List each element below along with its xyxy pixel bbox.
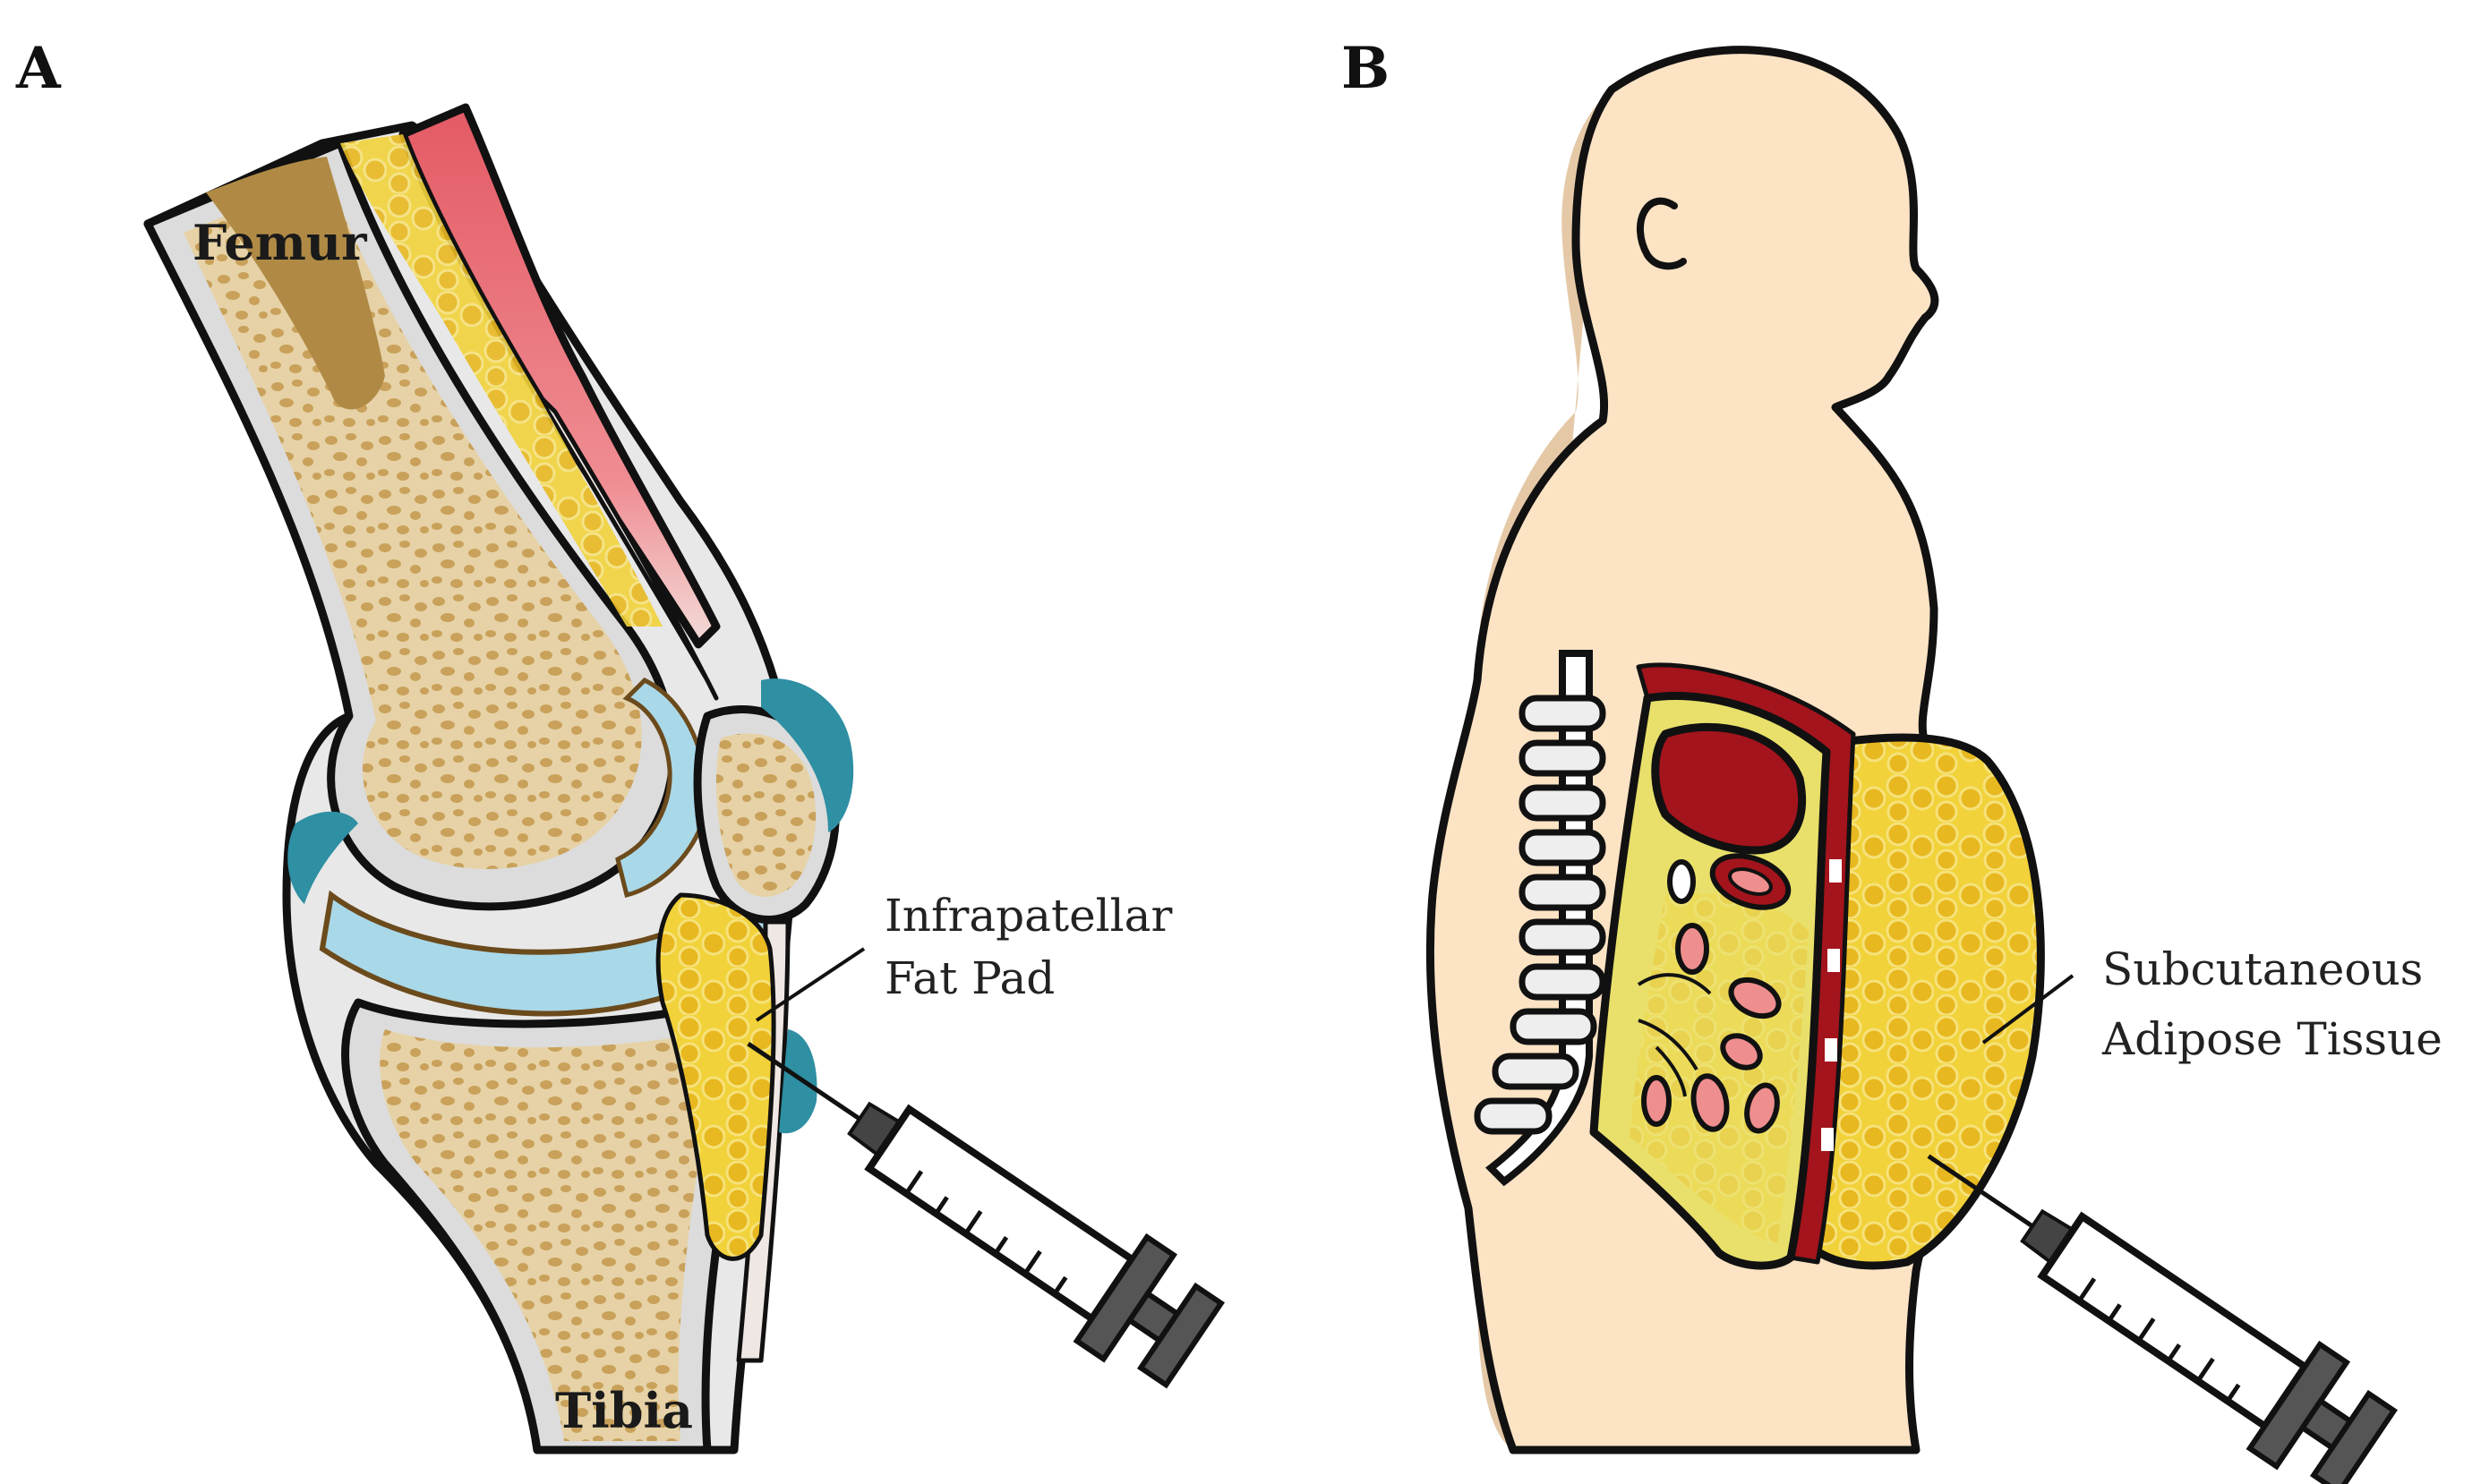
liver-organ	[1651, 722, 1807, 855]
fat-pad-label-line2: Fat Pad	[885, 952, 1055, 1004]
patella-spongy	[715, 733, 817, 897]
quadriceps-muscle	[398, 103, 721, 649]
abdominal-wall-segments	[1821, 859, 1842, 1151]
vertebrae	[1474, 695, 1606, 1135]
vertebra	[1519, 918, 1606, 956]
femur-spongy	[184, 175, 642, 869]
vertebra	[1519, 695, 1606, 732]
panel-b-body: B	[1341, 35, 2443, 1484]
infrapatellar-fat-pad	[655, 892, 776, 1261]
intestine-loop	[1690, 1073, 1730, 1132]
patellar-tendon-upper	[535, 391, 719, 701]
visceral-fat-overlay	[1630, 892, 1809, 1244]
intestine-loop	[1641, 1075, 1672, 1127]
suprapatellar-fat	[340, 134, 663, 627]
syringe-a-plunger-cap	[1136, 1282, 1225, 1389]
vertebra	[1519, 739, 1606, 777]
syringe-b	[1927, 1154, 2398, 1484]
tibia-label: Tibia	[555, 1382, 693, 1439]
syringe-a-scale	[904, 1170, 1068, 1295]
mesentery-lines	[1637, 973, 1712, 1097]
vertebra	[1519, 874, 1606, 911]
vertebra	[1474, 1097, 1553, 1135]
intestine-loop	[1667, 859, 1696, 904]
ear	[1637, 197, 1687, 270]
vertebra	[1510, 1008, 1597, 1045]
syringe-a-needle	[747, 1042, 861, 1122]
fat-pad-leader-line	[755, 947, 866, 1022]
syringe-a-barrel	[864, 1104, 1137, 1324]
vertebra	[1519, 784, 1606, 822]
intestine-loop-inner	[1728, 867, 1773, 896]
intestine-loop	[1744, 1082, 1780, 1134]
vertebra	[1519, 963, 1606, 1001]
tibia-spongy	[380, 1029, 712, 1441]
syringe-b-barrel	[2037, 1211, 2310, 1431]
femur-label: Femur	[192, 214, 367, 271]
syringe-b-needle	[1927, 1154, 2034, 1229]
panel-a-knee: A Femur Tibia Infrapatellar F	[15, 35, 1225, 1454]
syringe-a	[747, 1042, 1225, 1389]
fat-pad-label-line1: Infrapatellar	[885, 890, 1172, 942]
vertebra	[1519, 829, 1606, 866]
intestine-loops	[1641, 853, 1792, 1134]
adipose-label-line2: Adipose Tissue	[2101, 1013, 2443, 1065]
femur-marrow	[206, 157, 385, 410]
intestine-loop	[1675, 923, 1709, 975]
panel-b-letter: B	[1341, 35, 1390, 102]
adipose-leader-line	[1981, 974, 2075, 1045]
adipose-label-line1: Subcutaneous	[2102, 943, 2423, 995]
bursa-posterior	[287, 811, 358, 904]
vertebra	[1492, 1053, 1579, 1090]
intestine-loop	[1720, 1033, 1763, 1070]
intestine-loop	[1728, 977, 1782, 1019]
panel-a-letter: A	[15, 35, 62, 102]
syringe-b-scale	[2077, 1277, 2241, 1403]
bursa-infrapatellar	[779, 1029, 817, 1134]
bursa-suprapatellar	[761, 678, 854, 832]
